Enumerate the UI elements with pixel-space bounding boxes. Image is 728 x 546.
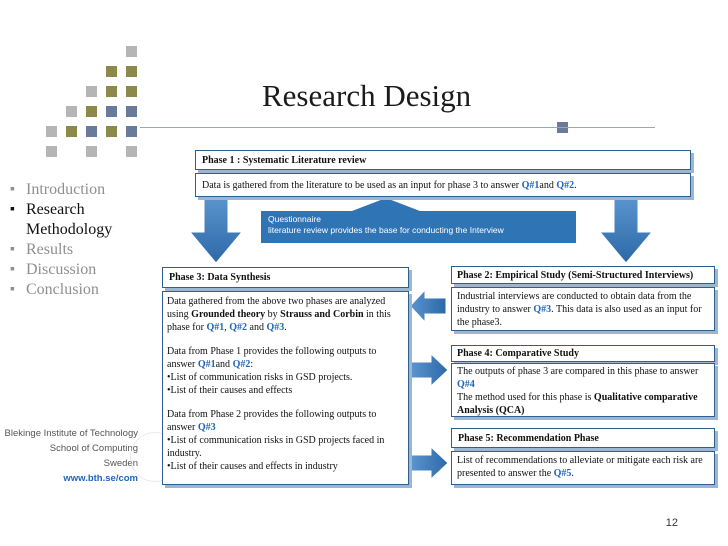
- phase3-header: Phase 3: Data Synthesis: [162, 267, 409, 288]
- phase3-paragraph-2: Data from Phase 1 provides the following…: [167, 345, 404, 397]
- arrow-phase2-to-phase3: [409, 288, 447, 324]
- questionnaire-callout: Questionnaire literature review provides…: [261, 211, 576, 243]
- questionnaire-title: Questionnaire: [268, 214, 321, 224]
- page-number: 12: [665, 517, 678, 529]
- nav-item-research-methodology[interactable]: Research Methodology: [10, 200, 150, 240]
- institution-name: Blekinge Institute of Technology: [4, 428, 138, 439]
- phase5-header: Phase 5: Recommendation Phase: [451, 428, 715, 448]
- phase3-paragraph-3: Data from Phase 2 provides the following…: [167, 408, 404, 473]
- arrow-phase1-to-phase2: [598, 196, 654, 264]
- phase2-header: Phase 2: Empirical Study (Semi-Structure…: [451, 266, 715, 284]
- phase5-body: List of recommendations to alleviate or …: [451, 451, 715, 485]
- slide-title: Research Design: [262, 78, 472, 113]
- nav-item-conclusion[interactable]: Conclusion: [10, 280, 150, 300]
- institution-url[interactable]: www.bth.se/com: [63, 473, 138, 484]
- institution-block: Blekinge Institute of Technology School …: [4, 428, 138, 484]
- nav-item-introduction[interactable]: Introduction: [10, 180, 150, 200]
- phase3-bullet: •List of their causes and effects in ind…: [167, 461, 338, 472]
- phase1-header: Phase 1 : Systematic Literature review: [195, 150, 691, 170]
- arrow-phase3-to-phase5: [410, 445, 449, 481]
- nav-item-discussion[interactable]: Discussion: [10, 260, 150, 280]
- phase3-body: Data gathered from the above two phases …: [162, 291, 409, 485]
- title-divider: [140, 127, 655, 128]
- phase4-header: Phase 4: Comparative Study: [451, 345, 715, 362]
- arrow-questionnaire-to-phase1: [352, 198, 420, 211]
- arrow-phase3-to-phase4: [410, 352, 449, 388]
- phase3-bullet: •List of their causes and effects: [167, 385, 293, 396]
- phase1-body: Data is gathered from the literature to …: [195, 173, 691, 197]
- arrow-phase1-to-phase3: [188, 196, 244, 264]
- phase4-body: The outputs of phase 3 are compared in t…: [451, 363, 715, 417]
- question-ref: Q#1: [521, 180, 540, 191]
- section-nav: Introduction Research Methodology Result…: [10, 180, 150, 300]
- questionnaire-text: literature review provides the base for …: [268, 225, 504, 235]
- phase3-bullet: •List of communication risks in GSD proj…: [167, 435, 385, 459]
- nav-item-results[interactable]: Results: [10, 240, 150, 260]
- phase3-paragraph-1: Data gathered from the above two phases …: [167, 296, 391, 333]
- phase2-body: Industrial interviews are conducted to o…: [451, 287, 715, 331]
- school-name: School of Computing: [49, 443, 138, 454]
- country: Sweden: [103, 458, 138, 469]
- phase3-bullet: •List of communication risks in GSD proj…: [167, 372, 353, 383]
- question-ref: Q#2: [556, 180, 575, 191]
